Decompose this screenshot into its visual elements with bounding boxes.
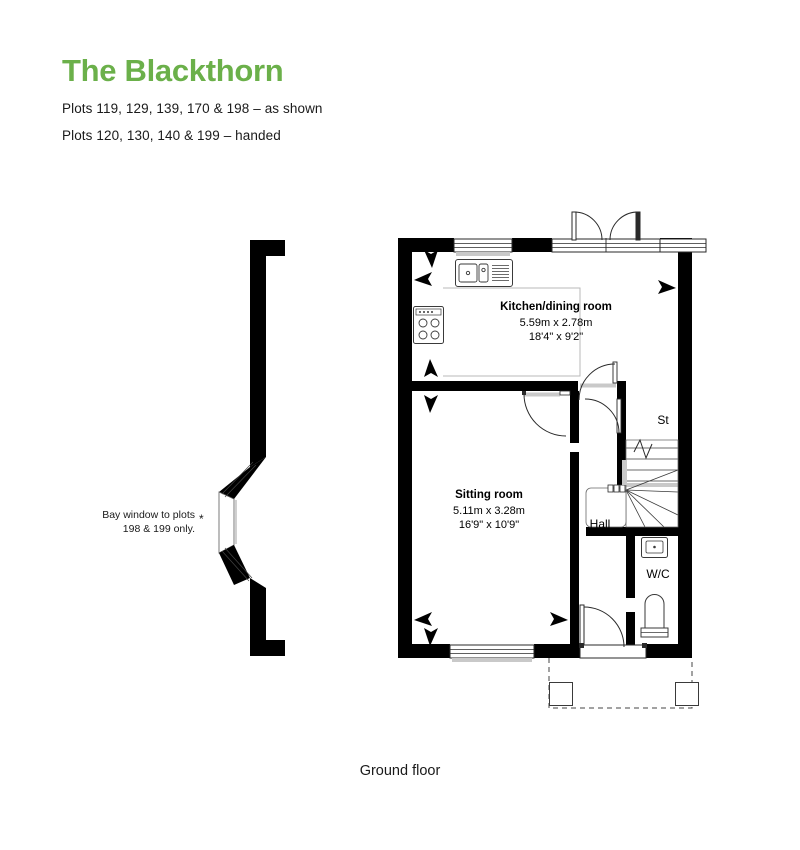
- wc-room-name: W/C: [646, 567, 670, 581]
- kitchen-room-name: Kitchen/dining room: [500, 301, 612, 313]
- staircase: [585, 438, 679, 528]
- sitting-room-window: [449, 644, 535, 662]
- kitchen-sink: [455, 259, 513, 287]
- hall-to-kitchen-door: [578, 361, 618, 401]
- kitchen-window: [453, 238, 513, 256]
- bay-window-note: Bay window to plots 198 & 199 only.: [70, 509, 195, 537]
- wc-basin: [641, 537, 668, 558]
- french-doors-rear: [551, 211, 661, 253]
- internal-walls: [398, 381, 678, 650]
- room-label-sitting: Sitting room 5.11m x 3.28m 16'9" x 10'9": [418, 488, 560, 533]
- hall-to-sitting-door: [522, 390, 571, 437]
- porch-canopy: [548, 658, 699, 709]
- sitting-room-name: Sitting room: [455, 489, 523, 501]
- front-entrance-door: [579, 604, 647, 659]
- kitchen-hob: [413, 306, 444, 344]
- store-room-name: St: [657, 413, 669, 427]
- page-title: The Blackthorn: [62, 53, 284, 88]
- room-label-store: St: [646, 412, 680, 428]
- sitting-dim-metric: 5.11m x 3.28m: [453, 504, 525, 517]
- bay-window-detail: [218, 240, 285, 656]
- floor-caption: Ground floor: [359, 763, 441, 779]
- room-label-wc: W/C: [634, 566, 682, 582]
- sitting-dim-imperial: 16'9" x 10'9": [458, 519, 520, 532]
- store-door: [584, 398, 622, 434]
- kitchen-dim-imperial: 18'4" x 9'2": [528, 331, 584, 344]
- bay-window-note-line2: 198 & 199 only.: [122, 522, 195, 535]
- plot-list-as-shown: Plots 119, 129, 139, 170 & 198 – as show…: [62, 101, 323, 117]
- bay-window-note-marker: *: [199, 512, 204, 526]
- dimension-arrows: [414, 250, 676, 646]
- plan-header: The Blackthorn Plots 119, 129, 139, 170 …: [62, 53, 323, 144]
- kitchen-dim-metric: 5.59m x 2.78m: [519, 316, 593, 329]
- room-label-kitchen: Kitchen/dining room 5.59m x 2.78m 18'4" …: [442, 300, 670, 345]
- wc-toilet: [640, 594, 669, 638]
- plot-list-handed: Plots 120, 130, 140 & 199 – handed: [62, 128, 281, 144]
- bay-window-note-line1: Bay window to plots: [102, 509, 195, 521]
- kitchen-window-right: [659, 238, 707, 253]
- room-label-hall: Hall: [578, 516, 622, 532]
- hall-room-name: Hall: [589, 517, 611, 531]
- house-walls: [398, 238, 692, 658]
